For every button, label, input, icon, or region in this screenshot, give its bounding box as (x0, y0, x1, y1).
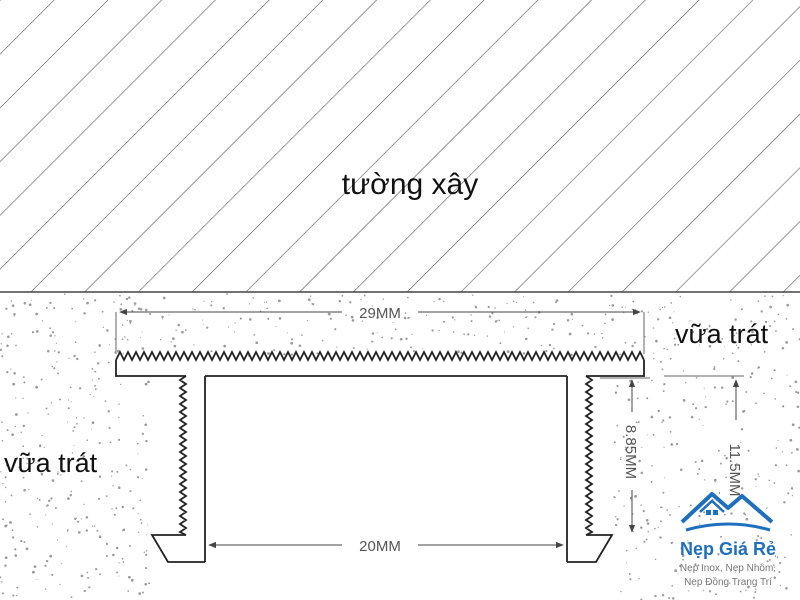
wall-hatch-area (0, 0, 800, 292)
top-flange-serration (115, 349, 645, 363)
wall-label: tường xây (342, 168, 478, 201)
dimension-label-20mm: 20MM (359, 538, 401, 555)
brand-name: Nẹp Giá Rẻ (680, 539, 776, 559)
plaster-label-left: vữa trát (4, 448, 98, 478)
dimension-top-width: 29MM (115, 305, 645, 354)
dimension-total-height: 11.5MM (664, 375, 744, 497)
brand-tagline-2: Nẹp Đồng Trang Trí (684, 576, 772, 588)
left-leg-serration (178, 375, 188, 536)
plaster-label-right: vữa trát (675, 319, 769, 349)
right-leg-serration (584, 375, 594, 536)
plaster-speckle-texture (0, 293, 800, 600)
dimension-label-11-5mm: 11.5MM (726, 443, 743, 496)
dimension-label-8-85mm: 8.85MM (622, 425, 639, 479)
dimension-inner-height: 8.85MM (600, 377, 650, 533)
brand-watermark: Nẹp Giá Rẻ Nẹp Inox, Nẹp Nhôm, Nẹp Đồng … (680, 492, 776, 588)
house-logo-icon (680, 492, 774, 532)
dimension-label-29mm: 29MM (359, 305, 401, 322)
brand-tagline-1: Nẹp Inox, Nẹp Nhôm, (680, 563, 776, 574)
dimension-bottom-width: 20MM (208, 538, 564, 555)
